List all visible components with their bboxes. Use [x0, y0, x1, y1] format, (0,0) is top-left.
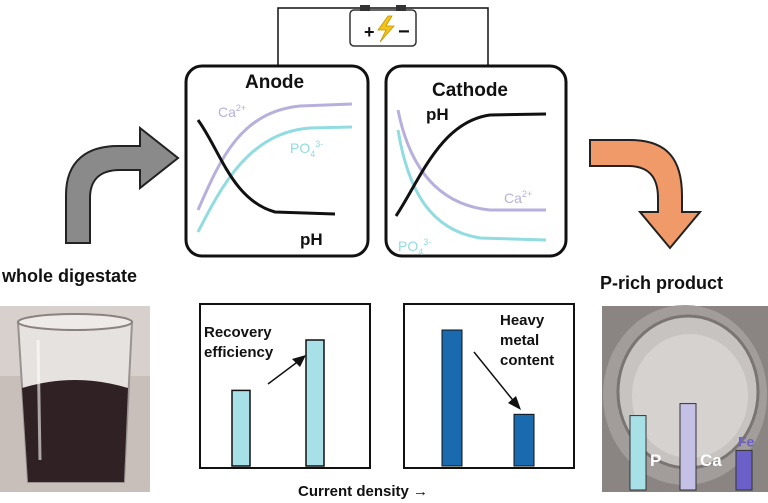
heavy-metal-bar	[513, 413, 535, 467]
heavy-metal-trend-arrow	[473, 351, 517, 405]
product-bar-label-fe: Fe	[738, 433, 755, 449]
battery-terminal-right	[396, 5, 406, 11]
cathode-po4-label: PO43-	[398, 237, 431, 257]
product-bar-label-ca: Ca	[700, 451, 722, 470]
recovery-bar	[231, 389, 251, 467]
cathode-panel: Cathode pH Ca2+ PO43-	[384, 64, 568, 258]
cathode-po4-curve	[396, 129, 547, 242]
product-bar-label-p: P	[650, 451, 661, 470]
anode-ph-label: pH	[300, 230, 323, 249]
recovery-label-line1: Recovery	[204, 324, 272, 341]
cathode-ca-label: Ca2+	[504, 189, 532, 206]
product-bars: P Ca Fe	[629, 403, 755, 491]
heavy-metal-bars	[441, 329, 535, 467]
output-label: P-rich product	[600, 273, 723, 293]
heavy-metal-label-line3: content	[500, 352, 554, 369]
beaker-photo	[0, 306, 150, 492]
product-bar-fe	[735, 449, 753, 491]
anode-ca-curve	[196, 102, 353, 211]
heavy-metal-label-line1: Heavy	[500, 312, 545, 329]
input-label: whole digestate	[1, 266, 137, 286]
anode-po4-label: PO43-	[290, 139, 323, 159]
cathode-title: Cathode	[432, 80, 508, 101]
battery-terminal-left	[360, 5, 370, 11]
wire	[277, 7, 489, 70]
cathode-ph-curve	[394, 112, 547, 217]
recovery-chart-frame	[199, 303, 371, 469]
anode-ca-label: Ca2+	[218, 103, 246, 120]
heavy-metal-label-line2: metal	[500, 332, 539, 349]
cathode-ph-label: pH	[426, 105, 449, 124]
recovery-trend-arrow	[267, 359, 301, 385]
heavy-metal-chart-frame	[403, 303, 575, 469]
output-arrow	[589, 139, 703, 250]
battery-minus: −	[398, 21, 410, 43]
current-density-label: Current density →	[298, 483, 428, 500]
product-bar-p	[629, 415, 647, 491]
heavy-metal-chart: Heavy metal content	[403, 303, 575, 469]
cathode-ca-curve	[396, 109, 546, 212]
recovery-chart: Recovery efficiency	[199, 303, 371, 469]
recovery-bar	[305, 339, 325, 467]
anode-box	[184, 64, 370, 258]
anode-ph-curve	[196, 119, 336, 216]
battery-plus: +	[364, 22, 375, 42]
anode-title: Anode	[245, 72, 304, 93]
input-arrow	[65, 125, 180, 244]
recovery-bars	[231, 339, 325, 467]
product-bar-ca	[679, 403, 697, 491]
anode-panel: Anode Ca2+ PO43- pH	[184, 64, 370, 258]
circuit: + −	[277, 5, 489, 70]
recovery-trend-arrowhead	[292, 355, 306, 367]
lightning-icon	[377, 15, 395, 43]
heavy-metal-trend-arrowhead	[508, 396, 521, 410]
recovery-label-line2: efficiency	[204, 344, 274, 361]
heavy-metal-bar	[441, 329, 463, 467]
anode-po4-curve	[196, 125, 353, 233]
